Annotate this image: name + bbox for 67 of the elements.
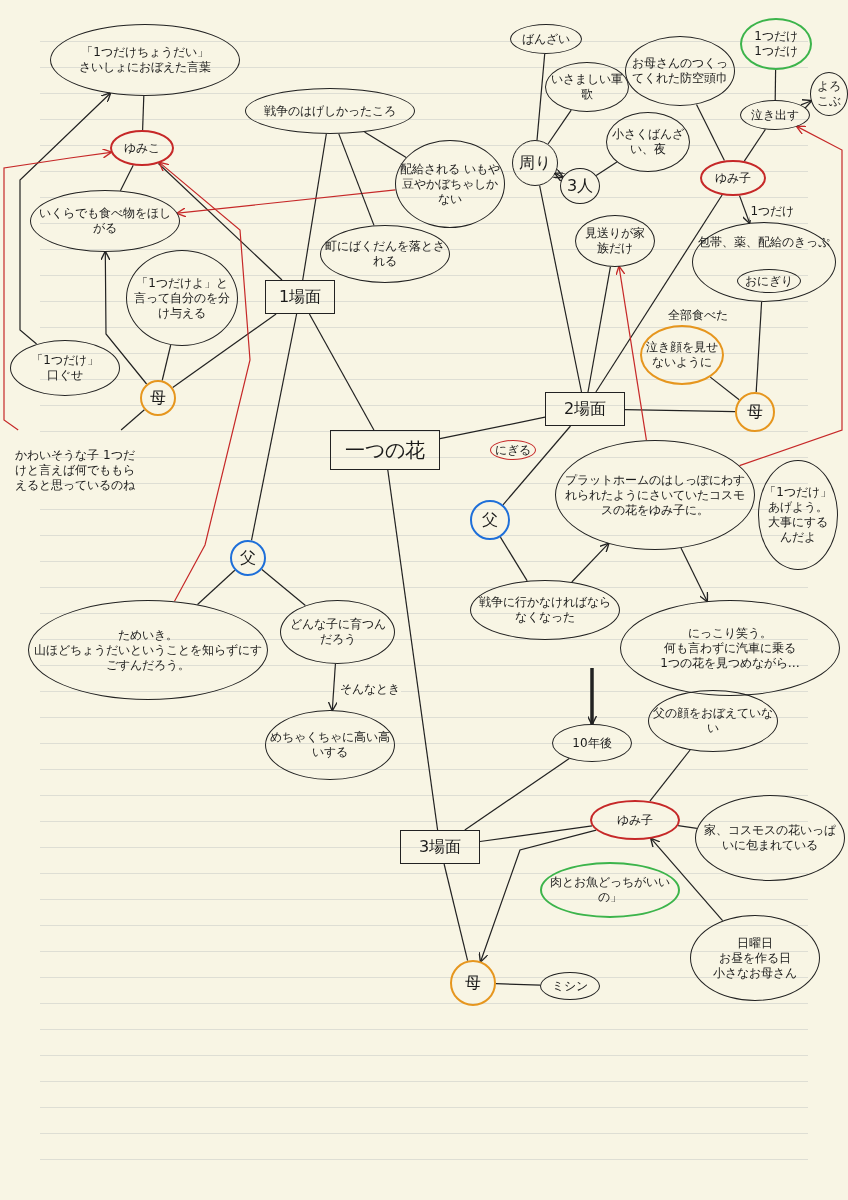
connector-line [774,69,777,101]
arrow [649,837,724,922]
connector-line [308,313,375,431]
connector-line [120,409,145,431]
connector-line [338,133,375,226]
circled-note: にぎる [490,440,536,460]
character-circle: 母 [140,380,176,416]
connector-line [196,569,236,606]
arrow [176,189,397,218]
connector-line [587,266,611,393]
connector-line [743,128,766,162]
connector-line [479,825,593,843]
connector-line [539,184,583,393]
arrow [327,663,338,712]
connector-line [161,344,172,382]
connector-line [464,758,570,831]
arrow [615,265,647,441]
thought-bubble: 1つだけ 1つだけ [740,18,812,70]
connector-line [387,469,439,831]
connector-line [547,109,572,145]
scene-box: 3場面 [400,830,480,864]
connector-line [172,313,277,389]
thought-bubble: 肉とお魚どっちがいいの」 [540,862,680,918]
connector-line [624,409,736,413]
arrow [158,161,251,602]
scene-box: 2場面 [545,392,625,426]
arrow [680,547,709,603]
connector-line [250,313,298,541]
arrow [800,99,813,109]
thought-bubble: ゆみこ [110,130,174,166]
connector-line [595,194,723,393]
connector-line [363,131,407,158]
connector-line [677,825,698,829]
character-circle: 父 [470,500,510,540]
connector-line [443,863,469,962]
thought-bubble: ゆみ子 [590,800,680,840]
arrow [552,168,566,182]
connector-line [261,568,306,607]
connector-line [302,133,327,281]
character-circle: 母 [735,392,775,432]
connector-line [499,536,528,582]
scene-box: 1場面 [265,280,335,314]
connector-line [595,161,618,177]
arrow [586,668,598,726]
arrow [100,250,148,385]
note-text: 全部食べた [668,306,728,324]
arrow [3,148,113,431]
connector-line [695,103,725,162]
connector-line [495,983,541,986]
arrow [19,92,112,345]
connector-line [119,164,134,192]
connector-line [649,749,691,802]
connector-line [536,53,546,141]
thought-bubble: ゆみ子 [700,160,766,196]
scene-box: 一つの花 [330,430,440,470]
connector-line [755,301,763,393]
connector-line [439,416,546,440]
arrow [571,542,610,583]
arrow [738,195,752,225]
character-circle: 父 [230,540,266,576]
connector-line [142,95,145,131]
arrow [478,829,597,963]
character-circle: 母 [450,960,496,1006]
note-text: かわいそうな子 1つだけと言えば何でももらえると思っているのね [10,430,140,510]
arrow [738,125,843,467]
connector-line [502,425,572,506]
connector-line [709,376,740,401]
